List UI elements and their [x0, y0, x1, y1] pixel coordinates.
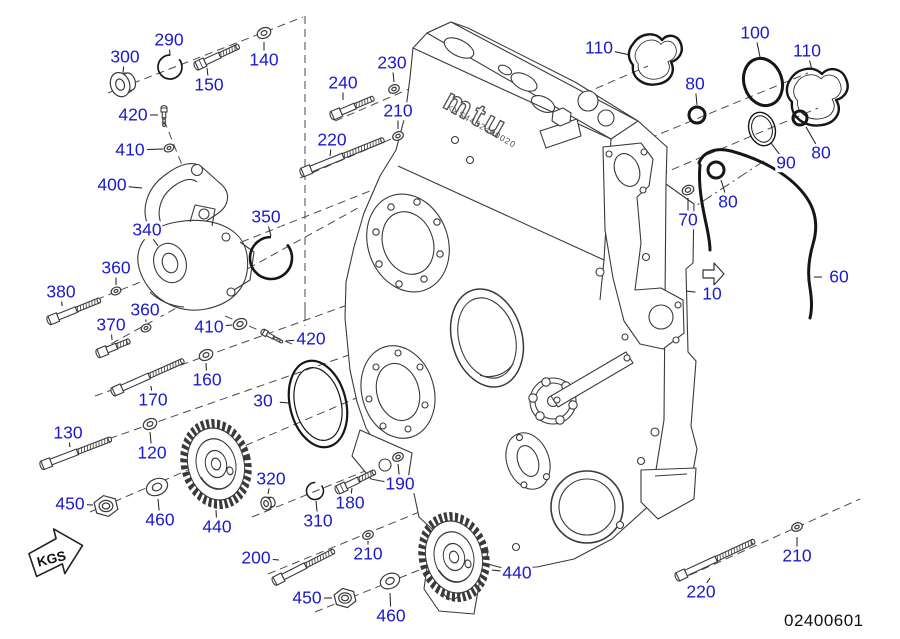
callout-130: 130 — [52, 422, 84, 443]
callout-30: 30 — [252, 390, 274, 411]
callout-100: 100 — [739, 22, 771, 43]
kgs-arrow: KGS — [28, 528, 84, 578]
callout-410b: 410 — [193, 316, 225, 337]
callout-420a: 420 — [117, 104, 149, 125]
callout-370: 370 — [95, 314, 127, 335]
callout-380: 380 — [45, 281, 77, 302]
callout-460a: 460 — [144, 509, 176, 530]
callout-210c: 210 — [781, 545, 813, 566]
callout-220a: 220 — [316, 129, 348, 150]
callout-80b: 80 — [810, 142, 832, 163]
bracket-and-housing-drawing — [137, 163, 255, 311]
callout-410a: 410 — [114, 139, 146, 160]
callout-310: 310 — [302, 510, 334, 531]
callout-420b: 420 — [295, 328, 327, 349]
seals-and-gaskets — [287, 33, 849, 449]
direction-arrow-icon — [702, 262, 725, 286]
callout-440a: 440 — [201, 516, 233, 537]
callout-290: 290 — [153, 29, 185, 50]
callout-240: 240 — [327, 72, 359, 93]
callout-80c: 80 — [717, 191, 739, 212]
callout-120: 120 — [136, 442, 168, 463]
callout-350: 350 — [250, 206, 282, 227]
hardware-parts — [39, 26, 803, 609]
callout-450a: 450 — [54, 493, 86, 514]
callout-440b: 440 — [501, 562, 533, 583]
callout-80a: 80 — [684, 73, 706, 94]
kgs-label: KGS — [35, 548, 67, 570]
callout-10: 10 — [701, 283, 723, 304]
callout-140: 140 — [248, 49, 280, 70]
callout-320: 320 — [255, 468, 287, 489]
callout-190: 190 — [384, 473, 416, 494]
callout-450b: 450 — [291, 587, 323, 608]
callout-90: 90 — [775, 152, 797, 173]
callout-leader-lines — [61, 42, 822, 607]
callout-170: 170 — [137, 389, 169, 410]
callout-460b: 460 — [375, 605, 407, 626]
callout-110a: 110 — [584, 37, 614, 58]
callout-360b: 360 — [129, 299, 161, 320]
callout-70: 70 — [677, 209, 699, 230]
callout-360a: 360 — [100, 257, 132, 278]
callout-160: 160 — [191, 369, 223, 390]
callout-210b: 210 — [352, 543, 384, 564]
callout-150: 150 — [193, 74, 225, 95]
callout-60: 60 — [828, 266, 850, 287]
callout-220b: 220 — [685, 581, 717, 602]
diagram-code: 02400601 — [784, 611, 864, 630]
callout-210a: 210 — [382, 100, 414, 121]
callout-110b: 110 — [792, 40, 822, 61]
callout-180: 180 — [334, 492, 366, 513]
callout-230: 230 — [376, 52, 408, 73]
callout-200: 200 — [240, 547, 272, 568]
callout-340: 340 — [131, 219, 163, 240]
callout-300: 300 — [109, 46, 141, 67]
callout-400: 400 — [96, 174, 128, 195]
